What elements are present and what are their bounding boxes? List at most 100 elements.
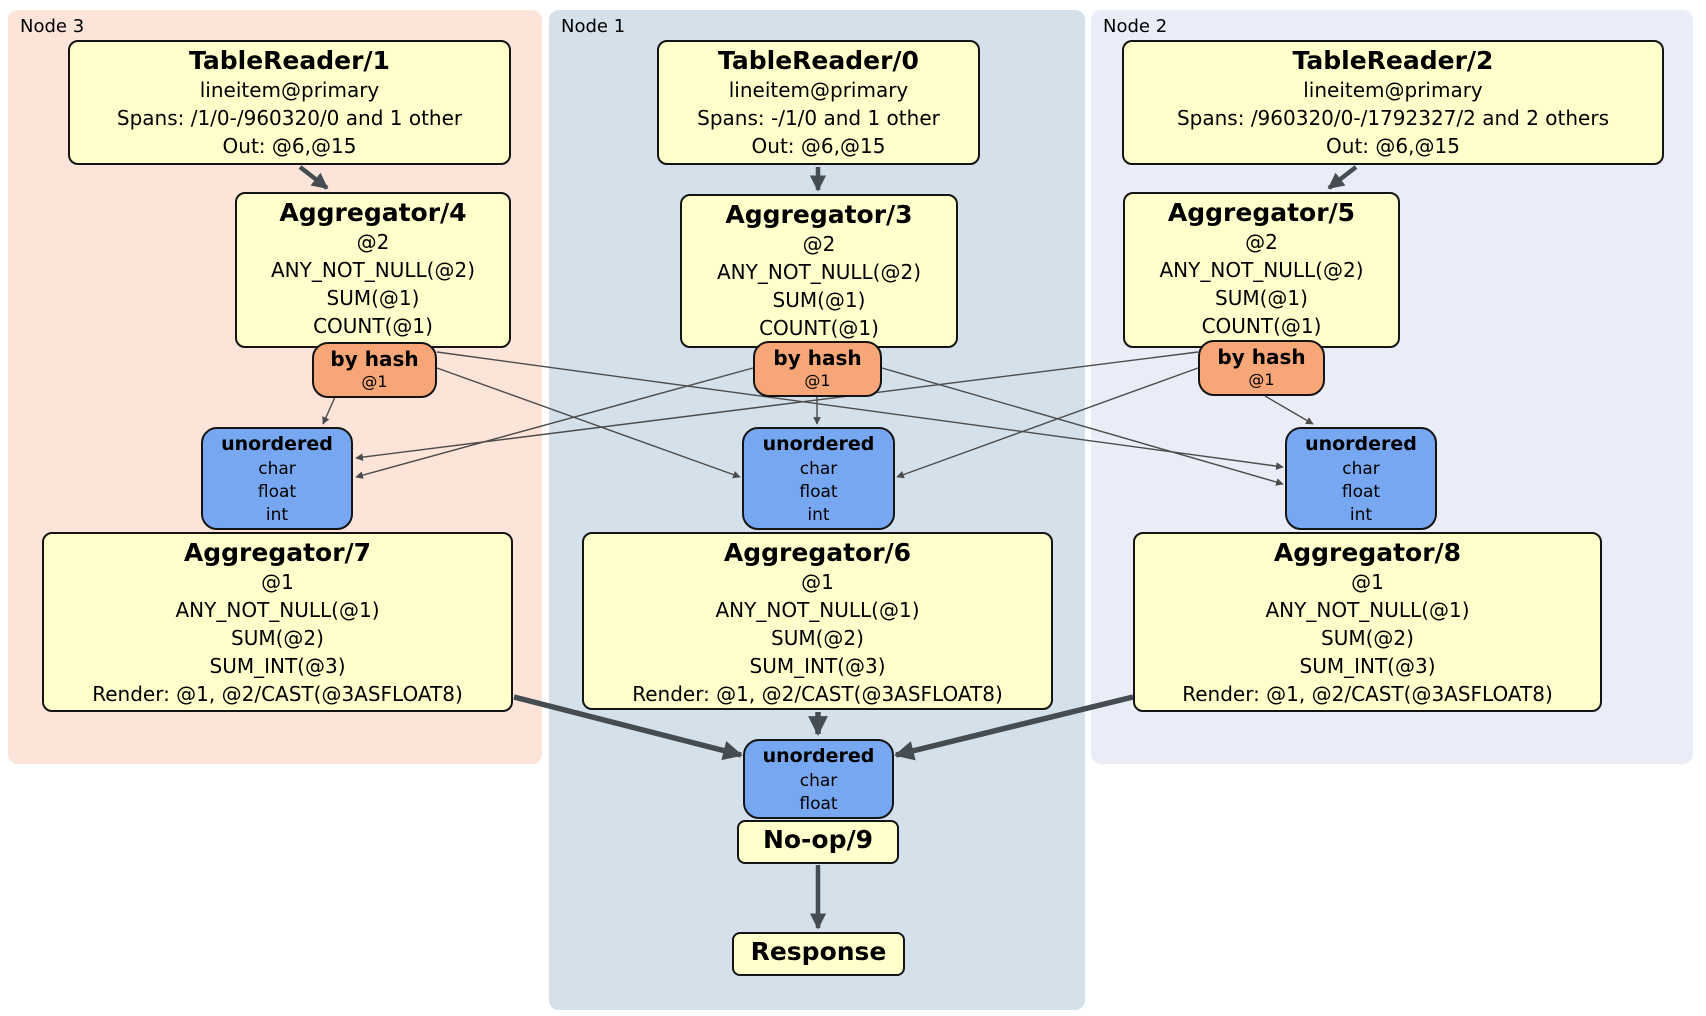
box-line: Out: @6,@15 — [751, 134, 886, 158]
box-title: Aggregator/6 — [723, 538, 912, 567]
edge-agg7-ufinal — [513, 694, 743, 761]
router-by-hash-node1: by hash @1 — [753, 341, 882, 397]
box-line: COUNT(@1) — [313, 314, 433, 338]
router-by-hash-node3: by hash @1 — [312, 342, 437, 398]
sync-line: float — [1341, 482, 1381, 502]
region-label-node1: Node 1 — [561, 16, 626, 37]
sync-title: unordered — [221, 433, 333, 455]
unordered-sync-node1: unordered char float int — [742, 427, 895, 530]
box-line: COUNT(@1) — [1201, 314, 1322, 338]
box-line: SUM(@2) — [231, 626, 324, 650]
box-line: COUNT(@1) — [759, 316, 879, 340]
edge-r2-u1 — [896, 367, 1199, 479]
box-line: ANY_NOT_NULL(@2) — [1159, 258, 1364, 282]
box-title: Response — [750, 937, 887, 966]
sync-line: float — [799, 794, 838, 814]
sync-title: unordered — [1305, 433, 1417, 455]
box-title: Aggregator/8 — [1273, 538, 1462, 567]
sync-line: int — [1349, 505, 1373, 525]
aggregator-5-box: Aggregator/5 @2 ANY_NOT_NULL(@2) SUM(@1)… — [1123, 192, 1400, 348]
box-title: TableReader/2 — [1292, 46, 1494, 75]
tablereader-1-box: TableReader/1 lineitem@primary Spans: /1… — [68, 40, 511, 165]
box-title: Aggregator/4 — [279, 198, 467, 227]
sync-line: char — [1342, 459, 1380, 479]
edge-r1-u2 — [881, 367, 1284, 486]
unordered-sync-final: unordered char float — [743, 739, 894, 819]
sync-title: unordered — [762, 745, 875, 767]
box-line: @1 — [261, 570, 294, 594]
router-title: by hash — [1217, 345, 1306, 369]
edge-r1-u3 — [355, 367, 754, 479]
box-line: SUM(@1) — [326, 286, 420, 310]
aggregator-4-box: Aggregator/4 @2 ANY_NOT_NULL(@2) SUM(@1)… — [235, 192, 511, 348]
aggregator-8-box: Aggregator/8 @1 ANY_NOT_NULL(@1) SUM(@2)… — [1133, 532, 1602, 712]
region-label-node2: Node 2 — [1103, 16, 1168, 37]
box-line: lineitem@primary — [1303, 78, 1483, 102]
box-line: SUM_INT(@3) — [749, 654, 886, 678]
response-box: Response — [732, 932, 905, 976]
router-title: by hash — [773, 346, 862, 370]
router-stream-edges — [322, 351, 1314, 486]
sync-line: char — [799, 771, 838, 791]
processor-flow-edges — [298, 165, 1358, 930]
tablereader-2-box: TableReader/2 lineitem@primary Spans: /9… — [1122, 40, 1664, 165]
router-sub: @1 — [361, 372, 388, 391]
box-line: Spans: /960320/0-/1792327/2 and 2 others — [1176, 106, 1609, 130]
box-line: lineitem@primary — [728, 78, 909, 102]
edge-r2-u2 — [1264, 395, 1314, 425]
aggregator-6-box: Aggregator/6 @1 ANY_NOT_NULL(@1) SUM(@2)… — [582, 532, 1053, 710]
aggregator-7-box: Aggregator/7 @1 ANY_NOT_NULL(@1) SUM(@2)… — [42, 532, 513, 712]
box-line: Render: @1, @2/CAST(@3ASFLOAT8) — [1182, 682, 1553, 706]
box-line: SUM(@2) — [1321, 626, 1414, 650]
edge-r3-u3 — [322, 396, 336, 425]
edge-agg8-ufinal — [894, 694, 1134, 761]
router-by-hash-node2: by hash @1 — [1198, 340, 1325, 396]
router-sub: @1 — [1248, 370, 1275, 389]
box-line: SUM_INT(@3) — [209, 654, 346, 678]
box-line: SUM(@2) — [771, 626, 864, 650]
box-line: SUM_INT(@3) — [1299, 654, 1436, 678]
box-line: @1 — [1351, 570, 1384, 594]
box-line: ANY_NOT_NULL(@1) — [175, 598, 380, 622]
unordered-sync-node2: unordered char float int — [1285, 427, 1437, 530]
router-title: by hash — [330, 347, 419, 371]
edge-r3-u1 — [436, 367, 741, 479]
box-line: Out: @6,@15 — [1326, 134, 1460, 158]
region-label-node3: Node 3 — [20, 16, 85, 37]
tablereader-0-box: TableReader/0 lineitem@primary Spans: -/… — [657, 40, 980, 165]
edge-r3-u2 — [436, 351, 1284, 470]
box-line: @1 — [801, 570, 834, 594]
box-title: Aggregator/5 — [1167, 198, 1356, 227]
box-line: Render: @1, @2/CAST(@3ASFLOAT8) — [632, 682, 1003, 706]
box-line: @2 — [1245, 230, 1278, 254]
box-line: Spans: /1/0-/960320/0 and 1 other — [116, 106, 463, 130]
box-title: TableReader/1 — [189, 46, 390, 75]
box-title: TableReader/0 — [718, 46, 919, 75]
edge-tr2-agg5 — [1327, 165, 1358, 190]
box-line: Render: @1, @2/CAST(@3ASFLOAT8) — [92, 682, 463, 706]
box-line: lineitem@primary — [199, 78, 380, 102]
unordered-sync-node3: unordered char float int — [201, 427, 353, 530]
noop-9-box: No-op/9 — [737, 820, 899, 864]
box-line: ANY_NOT_NULL(@1) — [715, 598, 920, 622]
sync-line: int — [807, 505, 830, 525]
box-line: @2 — [802, 232, 836, 256]
box-line: @2 — [356, 230, 390, 254]
box-line: ANY_NOT_NULL(@2) — [717, 260, 921, 284]
sync-line: int — [265, 505, 289, 525]
box-line: Spans: -/1/0 and 1 other — [697, 106, 940, 130]
sync-line: float — [799, 482, 838, 502]
box-title: Aggregator/3 — [725, 200, 913, 229]
sync-line: float — [257, 482, 297, 502]
box-line: ANY_NOT_NULL(@1) — [1265, 598, 1470, 622]
box-title: Aggregator/7 — [183, 538, 372, 567]
box-title: No-op/9 — [762, 825, 874, 854]
router-sub: @1 — [804, 371, 831, 390]
box-line: Out: @6,@15 — [222, 134, 357, 158]
sync-line: char — [258, 459, 296, 479]
sync-title: unordered — [762, 433, 875, 455]
box-line: SUM(@1) — [1215, 286, 1308, 310]
box-line: ANY_NOT_NULL(@2) — [271, 258, 475, 282]
